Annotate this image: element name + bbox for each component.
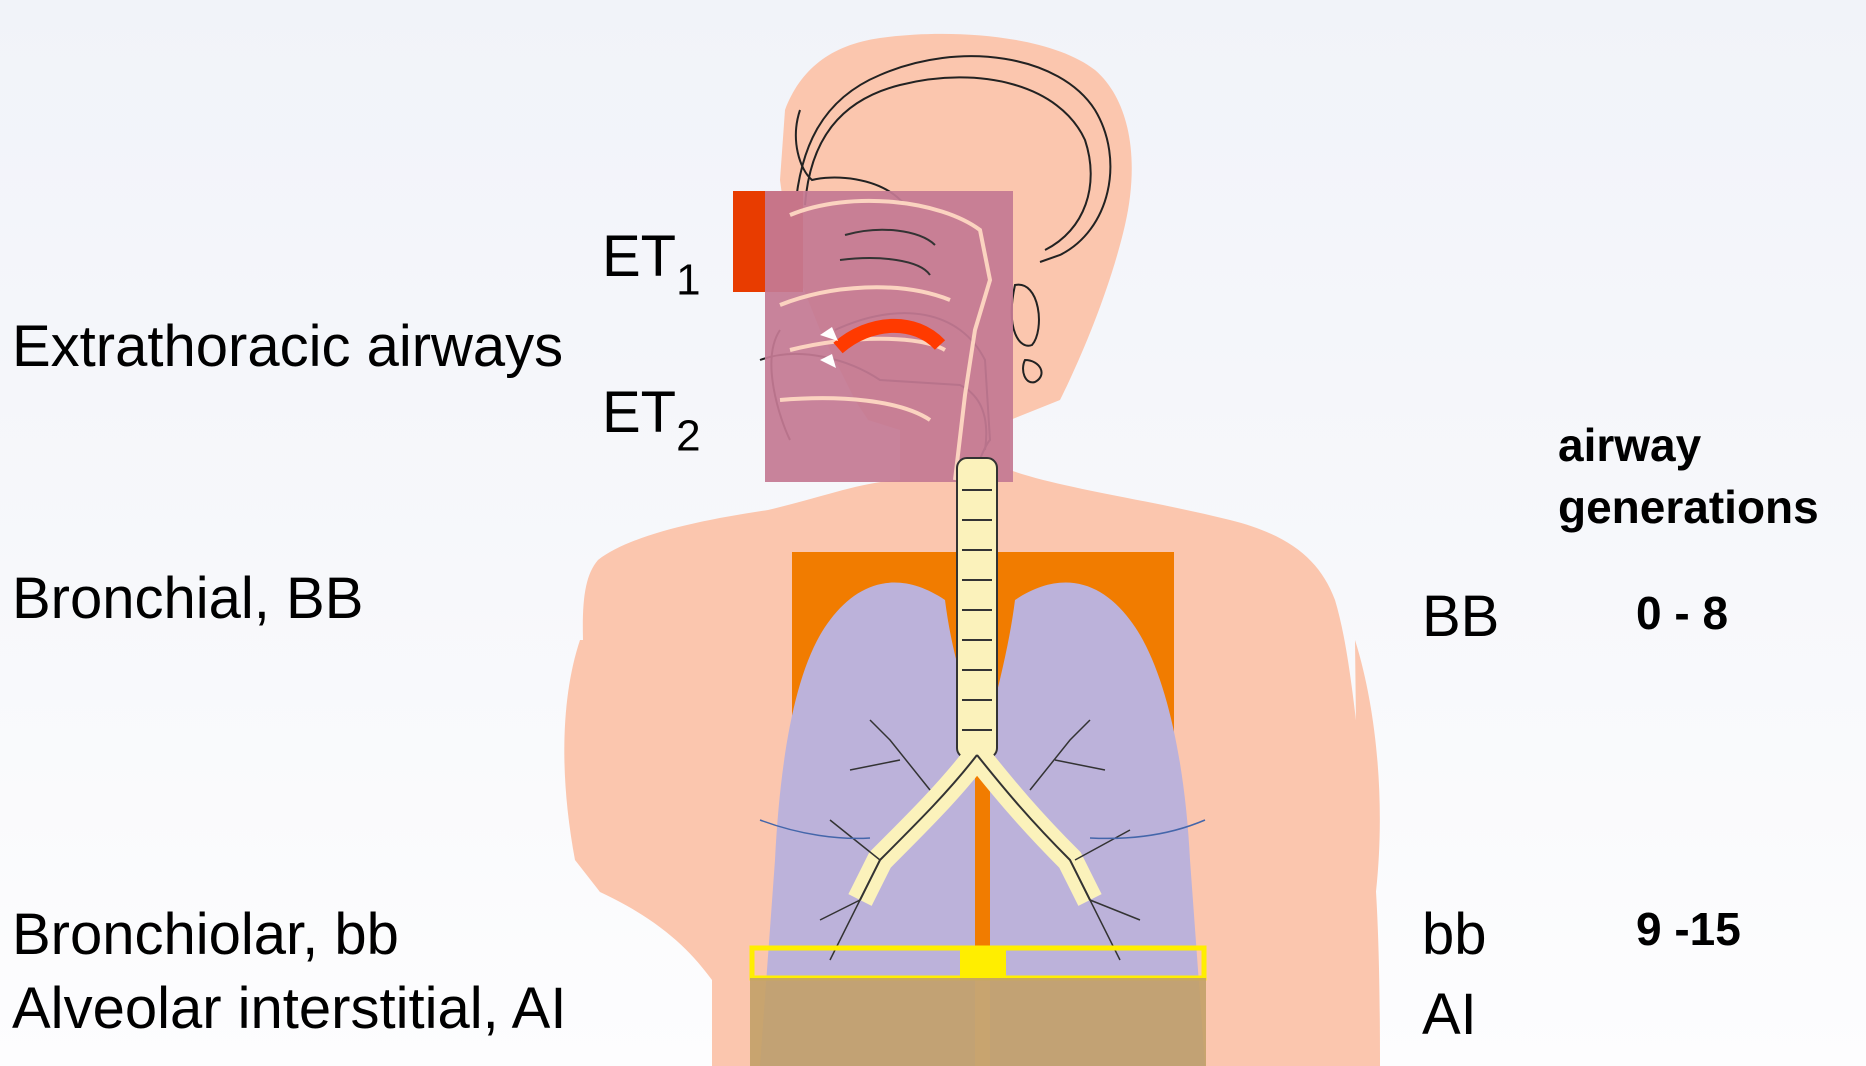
airway-generations-heading-line1: airway: [1558, 422, 1701, 468]
label-et1: ET1: [602, 228, 701, 286]
generations-range-bronchiolar: 9 -15: [1636, 906, 1741, 952]
label-et1-sub: 1: [676, 255, 700, 304]
label-et2-main: ET: [602, 380, 676, 445]
label-et2: ET2: [602, 384, 701, 442]
label-alveolar-interstitial: Alveolar interstitial, AI: [12, 980, 566, 1038]
label-bb-right: BB: [1422, 588, 1499, 646]
alveolar-region: [750, 978, 1206, 1066]
airway-generations-heading-line2: generations: [1558, 484, 1819, 530]
label-et2-sub: 2: [676, 411, 700, 460]
label-extrathoracic-airways: Extrathoracic airways: [12, 318, 563, 376]
label-et1-main: ET: [602, 224, 676, 289]
label-bb-lower-right: bb: [1422, 906, 1487, 964]
label-ai-right: AI: [1422, 986, 1477, 1044]
generations-range-bronchial: 0 - 8: [1636, 590, 1728, 636]
label-bronchiolar: Bronchiolar, bb: [12, 906, 399, 964]
label-bronchial: Bronchial, BB: [12, 570, 363, 628]
